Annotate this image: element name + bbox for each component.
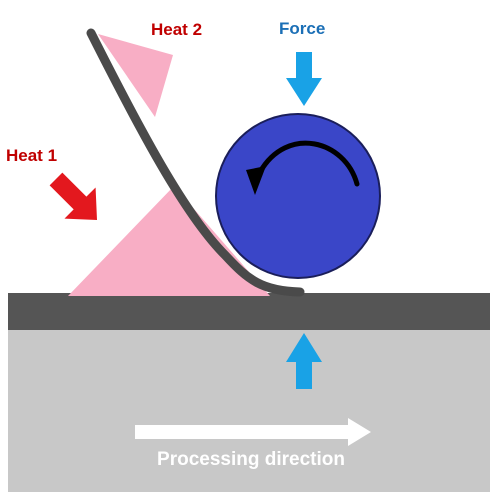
force-arrow-down-icon <box>286 52 322 106</box>
rotation-arrow-icon <box>257 140 360 187</box>
substrate-base <box>8 330 490 492</box>
heat-2-label: Heat 2 <box>151 20 203 39</box>
fiber-tape <box>86 28 305 297</box>
heat-1-arrow-icon <box>49 172 97 220</box>
force-label: Force <box>279 19 326 38</box>
heat-1-label: Heat 1 <box>6 146 58 165</box>
heat-zone-1 <box>68 186 270 296</box>
compaction-roller-icon <box>215 113 381 279</box>
rotation-arrowhead-icon <box>246 166 266 195</box>
processing-direction-arrow-icon <box>135 418 371 446</box>
substrate-top-layer <box>8 293 490 330</box>
processing-direction-label: Processing direction <box>157 449 345 470</box>
force-arrow-up-icon <box>286 333 322 389</box>
heat-zone-2 <box>98 34 173 117</box>
